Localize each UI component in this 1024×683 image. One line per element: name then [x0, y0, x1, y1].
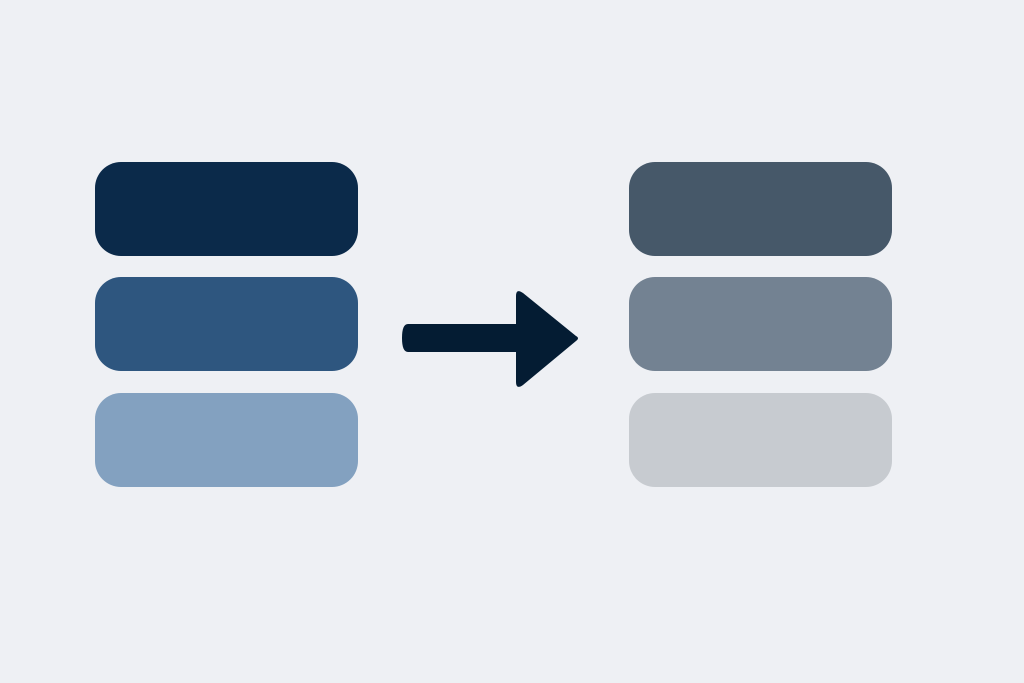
left-bar-medium — [95, 277, 358, 371]
left-bar-light — [95, 393, 358, 487]
right-bar-light — [629, 393, 892, 487]
right-bar-medium — [629, 277, 892, 371]
left-bar-dark — [95, 162, 358, 256]
arrow-right-icon — [402, 291, 578, 387]
right-bar-dark — [629, 162, 892, 256]
